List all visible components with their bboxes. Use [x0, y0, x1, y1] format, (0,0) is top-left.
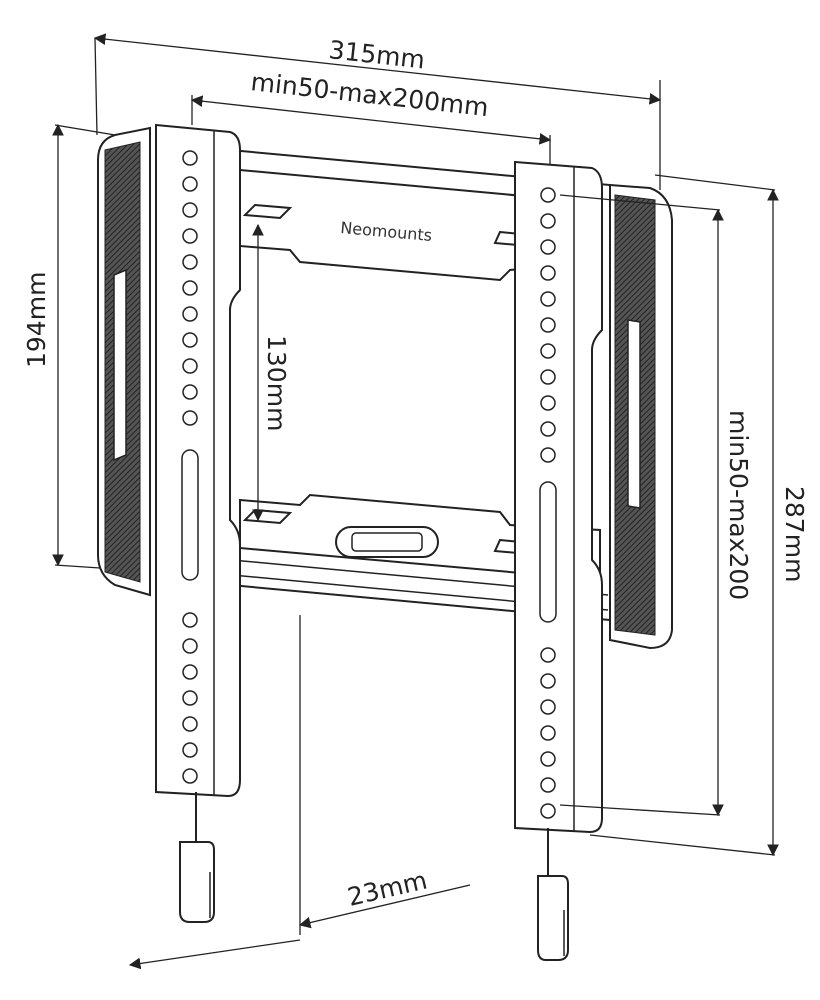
dim-label-arm-height: 194mm	[22, 272, 51, 368]
mounting-hole	[540, 777, 556, 793]
mounting-hole	[540, 369, 556, 385]
left-safety-lock	[179, 792, 215, 923]
mounting-hole	[540, 447, 556, 463]
mounting-hole	[182, 332, 198, 348]
mounting-hole	[540, 343, 556, 359]
mounting-hole	[540, 699, 556, 715]
mounting-hole	[540, 239, 556, 255]
dim-label-hole-spacing: 130mm	[262, 335, 291, 431]
mounting-hole	[182, 716, 198, 732]
dim-label-vesa-vertical: min50-max200	[724, 410, 753, 600]
mounting-hole	[182, 410, 198, 426]
mounting-hole	[182, 638, 198, 654]
mounting-hole	[540, 673, 556, 689]
mounting-hole	[182, 280, 198, 296]
left-arm-holes	[182, 150, 198, 784]
right-pad	[609, 183, 673, 650]
mounting-hole	[182, 664, 198, 680]
mounting-hole	[540, 395, 556, 411]
mounting-hole	[182, 742, 198, 758]
dim-label-vesa-horizontal: min50-max200mm	[249, 67, 490, 122]
mounting-hole	[182, 384, 198, 400]
mounting-hole	[540, 265, 556, 281]
handle-slot	[335, 526, 439, 558]
right-vertical-arm	[514, 160, 603, 834]
mounting-hole	[182, 768, 198, 784]
mounting-hole	[182, 254, 198, 270]
mounting-hole	[182, 202, 198, 218]
dim-label-overall-height: 287mm	[780, 486, 809, 582]
mounting-hole	[182, 612, 198, 628]
mounting-hole	[540, 291, 556, 307]
mounting-hole	[182, 150, 198, 166]
mounting-hole	[540, 213, 556, 229]
dim-label-overall-width: 315mm	[327, 35, 426, 74]
mounting-hole	[182, 690, 198, 706]
right-safety-lock	[537, 828, 569, 961]
mounting-hole	[540, 421, 556, 437]
mounting-hole	[540, 803, 556, 819]
mounting-hole	[540, 647, 556, 663]
mounting-hole	[182, 306, 198, 322]
mounting-hole	[540, 751, 556, 767]
mounting-hole	[182, 228, 198, 244]
mounting-hole	[182, 176, 198, 192]
dimension-lines	[52, 33, 779, 970]
right-arm-holes	[540, 187, 556, 819]
left-vertical-arm	[155, 123, 241, 798]
mounting-hole	[540, 187, 556, 203]
mounting-hole	[540, 317, 556, 333]
left-pad	[97, 126, 151, 597]
mounting-hole	[540, 725, 556, 741]
mounting-hole	[182, 358, 198, 374]
